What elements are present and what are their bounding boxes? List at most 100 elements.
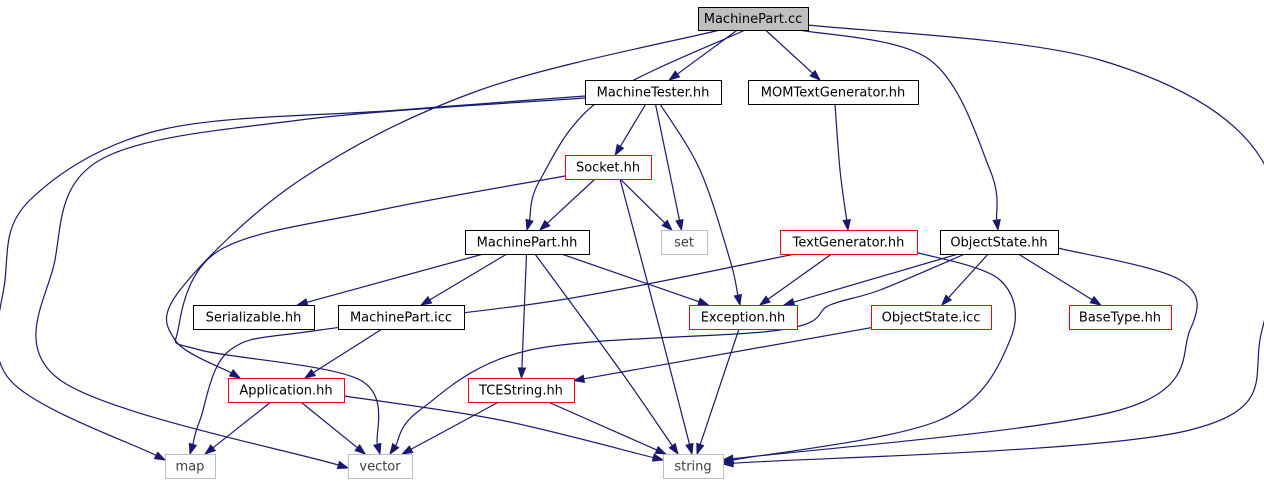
edge-line (793, 253, 959, 303)
edge-line (765, 29, 813, 74)
node-label: ObjectState.hh (950, 236, 1047, 251)
edge-socket_hh-to-string (619, 178, 694, 456)
node-objectstate-hh[interactable]: ObjectState.hh (940, 230, 1059, 255)
edge-objectstate_hh-to-vector (389, 253, 966, 456)
edge-textgenerator_hh-to-exception_hh (758, 253, 832, 306)
arrowhead-icon (188, 442, 198, 456)
arrowhead-icon (572, 374, 586, 383)
edge-line (1018, 253, 1093, 301)
edge-exception_hh-to-string (696, 328, 740, 456)
edge-line (659, 103, 739, 296)
node-basetype-hh[interactable]: BaseType.hh (1069, 305, 1172, 330)
node-label: vector (359, 460, 401, 475)
edge-line (767, 253, 832, 300)
edge-socket_hh-to-vector (174, 175, 566, 456)
arrowhead-icon (538, 219, 551, 232)
node-box (689, 305, 798, 330)
node-box (940, 230, 1059, 255)
edge-line (546, 178, 596, 224)
edge-line (619, 103, 647, 147)
edge-machinepart_cc-to-machinepart_hh (525, 29, 746, 232)
node-machinetester-hh[interactable]: MachineTester.hh (585, 80, 722, 105)
edge-machinepart_hh-to-machinepart_icc (419, 253, 508, 306)
arrowhead-icon (661, 219, 673, 232)
edges-layer (0, 24, 1264, 470)
edge-line (583, 327, 872, 380)
edge-line (732, 24, 1264, 464)
node-tcestring-hh[interactable]: TCEString.hh (468, 378, 575, 403)
arrowhead-icon (654, 445, 668, 455)
edge-line (306, 253, 484, 303)
edge-line (547, 401, 657, 451)
edge-machinepart_hh-to-exception_hh (561, 253, 710, 306)
node-map: map (165, 454, 216, 479)
node-box (348, 454, 413, 479)
arrowhead-icon (668, 442, 679, 456)
arrowhead-icon (1089, 295, 1102, 306)
node-label: MachinePart.hh (477, 236, 578, 251)
node-socket-hh[interactable]: Socket.hh (565, 155, 652, 180)
arrowhead-icon (204, 444, 217, 455)
edge-textgenerator_hh-to-string (721, 251, 1016, 465)
node-application-hh[interactable]: Application.hh (228, 378, 345, 403)
edge-machinetester_hh-to-socket_hh (614, 103, 647, 157)
arrowhead-icon (651, 453, 665, 462)
edge-line (677, 29, 738, 75)
node-box (468, 378, 575, 403)
arrowhead-icon (782, 297, 796, 307)
node-label: MachinePart.cc (704, 12, 803, 27)
arrowhead-icon (303, 368, 317, 379)
edge-machinetester_hh-to-set (654, 103, 684, 232)
node-vector: vector (348, 454, 413, 479)
node-machinepart-icc[interactable]: MachinePart.icc (338, 305, 465, 330)
edge-machinepart_cc-to-momtextgenerator_hh (765, 29, 822, 81)
node-serializable-hh[interactable]: Serializable.hh (193, 305, 315, 330)
arrowhead-icon (668, 70, 681, 81)
edge-line (834, 103, 848, 221)
arrowhead-icon (940, 294, 953, 307)
edge-line (0, 95, 586, 456)
node-label: map (176, 460, 205, 475)
arrowhead-icon (525, 218, 534, 232)
arrowhead-icon (696, 442, 705, 456)
edge-objectstate_hh-to-exception_hh (782, 253, 959, 307)
node-label: ObjectState.icc (882, 311, 981, 326)
arrowhead-icon (842, 219, 851, 232)
edge-line (300, 401, 358, 449)
node-momtextgenerator-hh[interactable]: MOMTextGenerator.hh (748, 80, 919, 105)
node-textgenerator-hh[interactable]: TextGenerator.hh (780, 230, 918, 255)
edge-socket_hh-to-machinepart_hh (538, 178, 596, 232)
edge-line (732, 247, 1198, 460)
node-objectstate-icc[interactable]: ObjectState.icc (871, 305, 992, 330)
node-label: Socket.hh (576, 161, 640, 176)
edge-objectstate_hh-to-objectstate_icc (940, 253, 989, 307)
edge-line (654, 103, 681, 221)
arrowhead-icon (733, 293, 742, 307)
edge-machinetester_hh-to-vector (35, 97, 586, 470)
node-machinepart-cc[interactable]: MachinePart.cc (698, 7, 809, 31)
edge-application_hh-to-vector (300, 401, 367, 455)
edge-line (35, 97, 586, 466)
node-box (193, 305, 315, 330)
node-exception-hh[interactable]: Exception.hh (689, 305, 798, 330)
node-machinepart-hh[interactable]: MachinePart.hh (465, 230, 590, 255)
edge-machinetester_hh-to-map (0, 95, 586, 461)
node-box (698, 7, 809, 31)
node-label: Application.hh (239, 384, 332, 399)
edge-tcestring_hh-to-vector (400, 401, 500, 455)
edge-machinepart_hh-to-serializable_hh (295, 253, 484, 307)
node-set: set (661, 230, 708, 255)
node-box (228, 378, 345, 403)
edge-line (212, 401, 272, 449)
edge-objectstate_hh-to-basetype_hh (1018, 253, 1102, 306)
node-box (338, 305, 465, 330)
arrowhead-icon (517, 367, 527, 380)
node-label: string (674, 460, 711, 475)
node-box (663, 454, 724, 479)
arrowhead-icon (697, 297, 710, 306)
arrowhead-icon (336, 460, 350, 470)
edge-line (343, 395, 654, 459)
node-box (465, 230, 590, 255)
